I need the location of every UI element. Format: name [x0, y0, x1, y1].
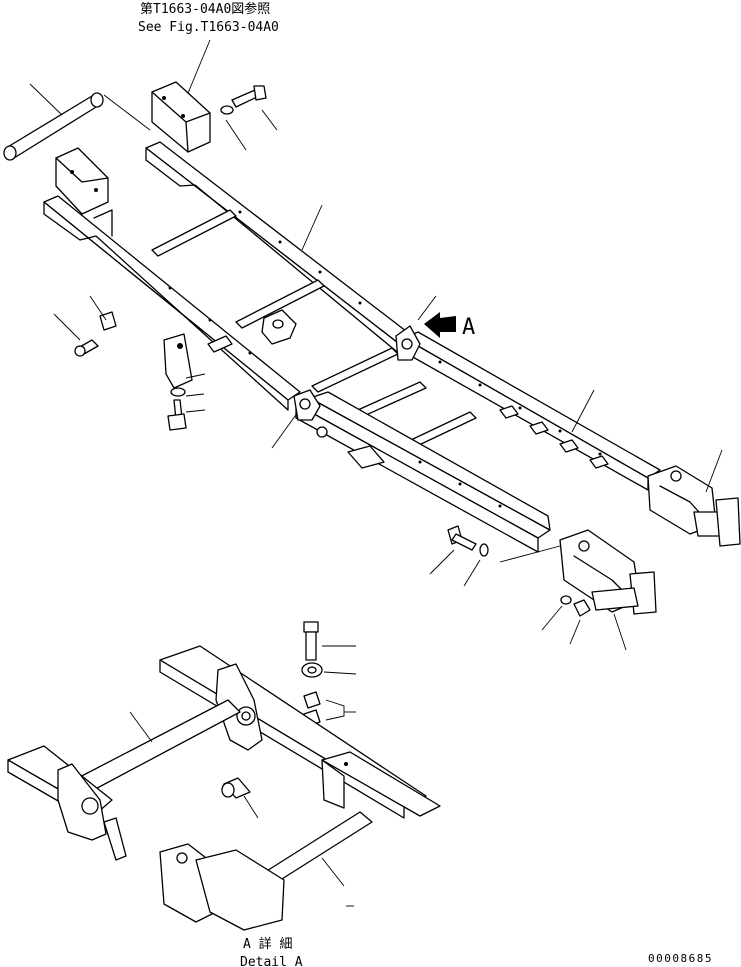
detail-a-view [7, 621, 441, 931]
center-clamp [207, 309, 297, 353]
drawing-code: 00008685 [648, 952, 713, 965]
view-marker-label: A [462, 315, 475, 340]
hinge-bracket-center [293, 389, 328, 438]
washer-nut-right [541, 595, 591, 645]
mount-block [151, 81, 211, 153]
washer-left [170, 387, 205, 397]
detail-caption: A 詳 細 Detail A [240, 936, 303, 967]
view-arrow-a: A [424, 312, 475, 340]
cross-members [151, 209, 477, 455]
bolt-left [167, 399, 206, 431]
pin-small [53, 313, 99, 357]
figure-reference-jp: 第T1663-04A0図参照 [140, 1, 270, 17]
pin-long [3, 83, 104, 161]
bracket-plate [163, 333, 206, 389]
plate-tag [89, 295, 117, 331]
main-frame-rail-center [271, 391, 551, 553]
detail-caption-jp: A 詳 細 [243, 936, 292, 952]
main-frame-rail-right [403, 331, 661, 491]
figure-reference-en: See Fig.T1663-04A0 [138, 20, 279, 35]
view-arrow-icon [424, 312, 456, 338]
end-bracket-upper [647, 449, 741, 547]
left-bracket-assembly [43, 147, 301, 411]
hinge-bracket-right [395, 295, 437, 361]
bolt-mid [429, 525, 561, 587]
detail-caption-en: Detail A [240, 955, 303, 967]
bolt-top [220, 85, 278, 151]
end-bracket-lower [559, 529, 657, 651]
